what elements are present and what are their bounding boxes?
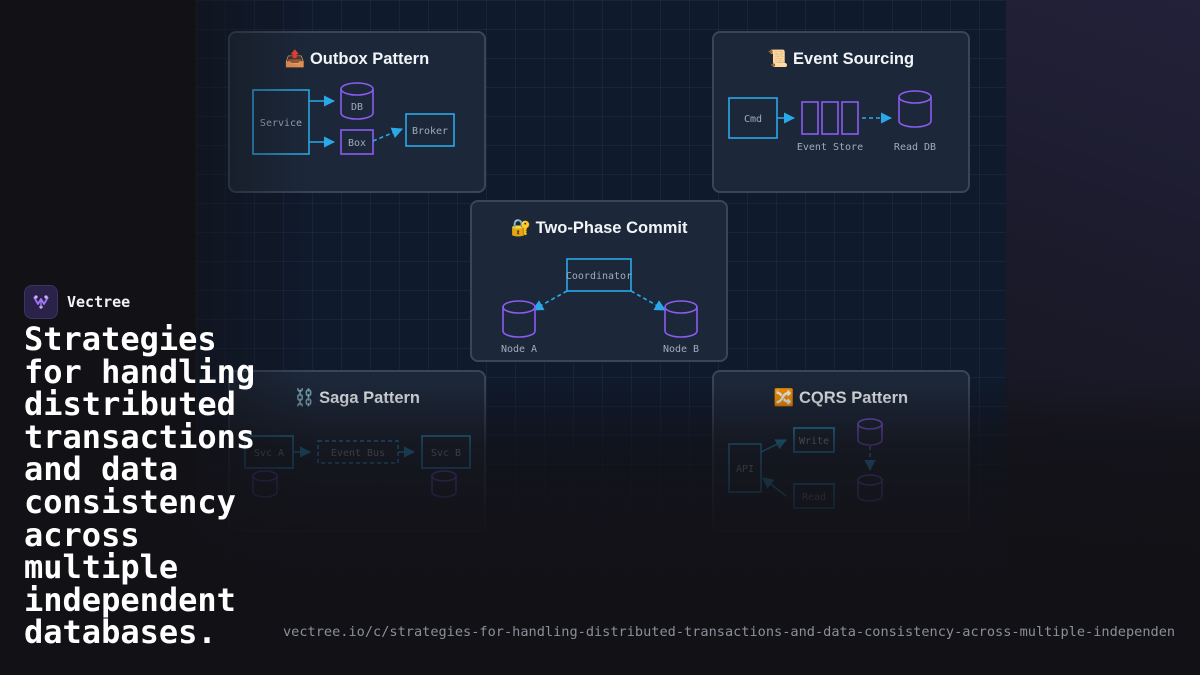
brand-name: Vectree: [67, 293, 131, 311]
cqrs-diagram: API Write Read: [728, 418, 883, 509]
event-sourcing-diagram: Cmd Event Store Read DB: [728, 90, 936, 153]
cqrs-pattern-card: 🔀 CQRS Pattern API Write Read: [712, 370, 970, 532]
db-cylinder-icon: [340, 82, 374, 120]
service-label: Service: [260, 118, 302, 129]
svc-b-db-icon: [431, 470, 457, 498]
outbox-pattern-card: 📤 Outbox Pattern Service DB Box Broker: [228, 31, 486, 193]
node-b-label: Node B: [663, 344, 699, 355]
coordinator-label: Coordinator: [566, 271, 632, 282]
event-store-label: Event Store: [797, 142, 863, 153]
vectree-logo-icon: [24, 285, 58, 319]
headline: Strategies for handling distributed tran…: [24, 320, 256, 652]
right-decoration: [1006, 0, 1200, 675]
read-db-cylinder-icon: [857, 474, 883, 502]
node-a-label: Node A: [501, 344, 537, 355]
outbox-diagram: Service DB Box Broker: [252, 82, 455, 155]
broker-label: Broker: [412, 126, 448, 137]
cmd-label: Cmd: [744, 114, 762, 125]
write-db-cylinder-icon: [857, 418, 883, 446]
event-sourcing-card: 📜 Event Sourcing Cmd Event Store Read DB: [712, 31, 970, 193]
event-store-blocks: [801, 101, 859, 135]
brand: Vectree: [24, 285, 130, 319]
api-label: API: [736, 464, 754, 475]
two-phase-commit-card: 🔐 Two-Phase Commit Coordinator Node A No…: [470, 200, 728, 362]
page-url: vectree.io/c/strategies-for-handling-dis…: [283, 624, 1176, 640]
read-label: Read: [802, 492, 826, 503]
svc-b-label: Svc B: [431, 448, 461, 459]
node-a-cylinder-icon: [502, 300, 536, 338]
two-phase-diagram: Coordinator Node A Node B: [501, 258, 699, 355]
read-db-cylinder-icon: [898, 90, 932, 128]
write-label: Write: [799, 436, 829, 447]
db-label: DB: [351, 102, 363, 113]
node-b-cylinder-icon: [664, 300, 698, 338]
read-db-label: Read DB: [894, 142, 936, 153]
box-label: Box: [348, 138, 366, 149]
